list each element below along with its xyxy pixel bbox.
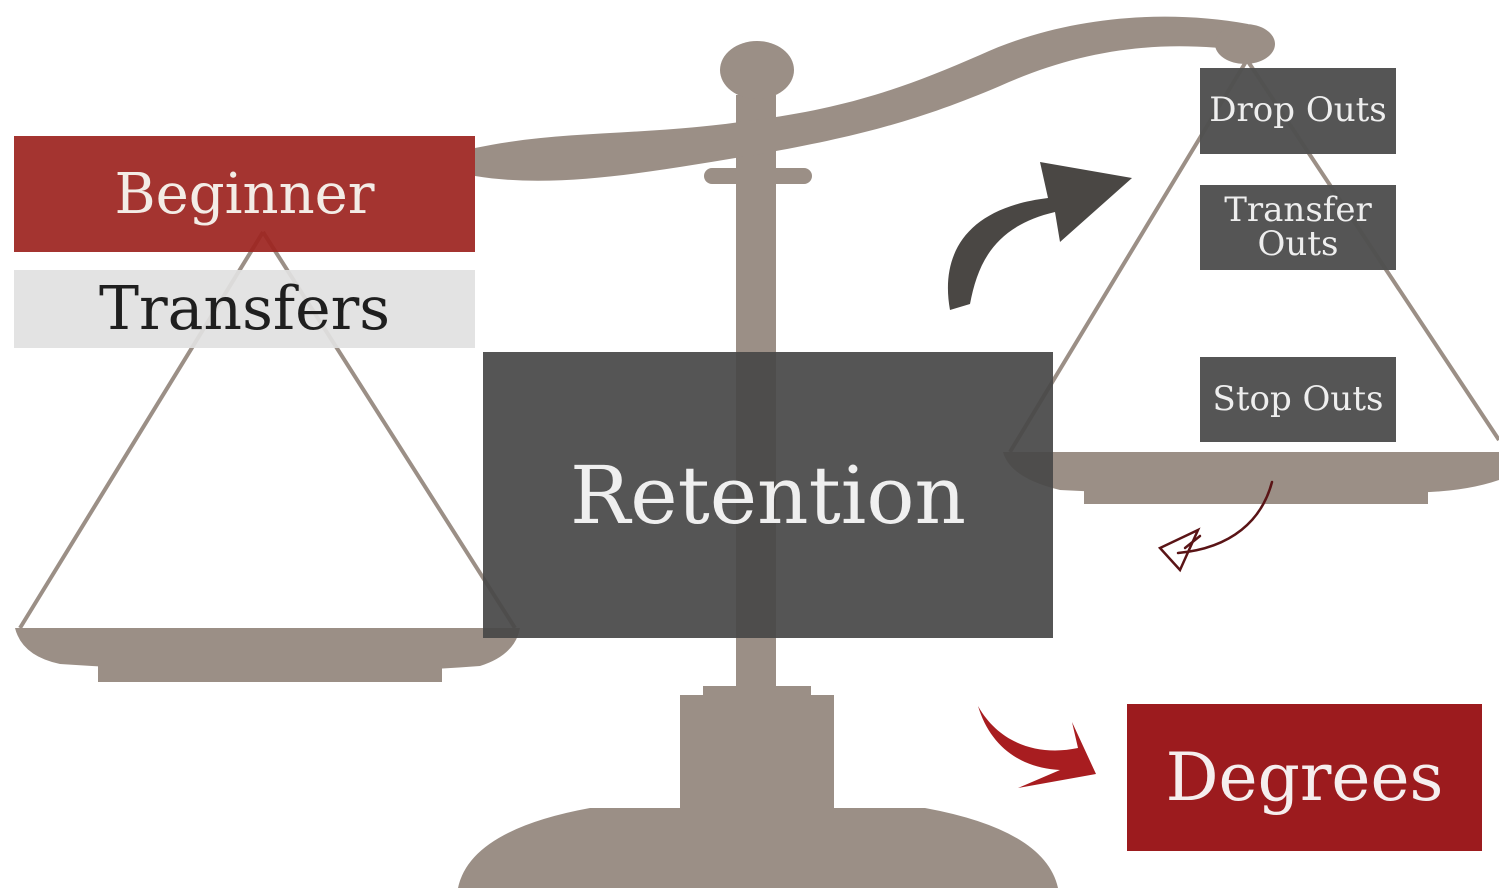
scale-base-block (680, 695, 834, 813)
drop-outs-box: Drop Outs (1200, 68, 1396, 154)
right-pan (1003, 452, 1499, 496)
scale-body (15, 16, 1499, 888)
left-pan (15, 628, 520, 673)
transfer-outs-label: Transfer Outs (1224, 190, 1372, 264)
transfer-outs-box: Transfer Outs (1200, 185, 1396, 270)
scale-base (458, 808, 1058, 888)
transfers-label: Transfers (98, 274, 391, 344)
scale-beam (475, 16, 1252, 181)
scale-knob (720, 41, 794, 99)
degrees-box: Degrees (1127, 704, 1482, 851)
scale-right-knob (1215, 24, 1275, 64)
drop-outs-label: Drop Outs (1209, 90, 1387, 131)
hand-drawn-arrow-icon (1157, 480, 1274, 573)
retention-label: Retention (569, 448, 966, 542)
degrees-label: Degrees (1165, 739, 1444, 816)
curved-arrow-right-icon (978, 706, 1096, 788)
transfers-box: Transfers (14, 270, 475, 348)
stop-outs-box: Stop Outs (1200, 357, 1396, 442)
curved-arrow-up-icon (947, 162, 1132, 310)
retention-box: Retention (483, 352, 1053, 638)
beginner-box: Beginner (14, 136, 475, 252)
stop-outs-label: Stop Outs (1212, 378, 1384, 419)
beginner-label: Beginner (114, 161, 375, 227)
